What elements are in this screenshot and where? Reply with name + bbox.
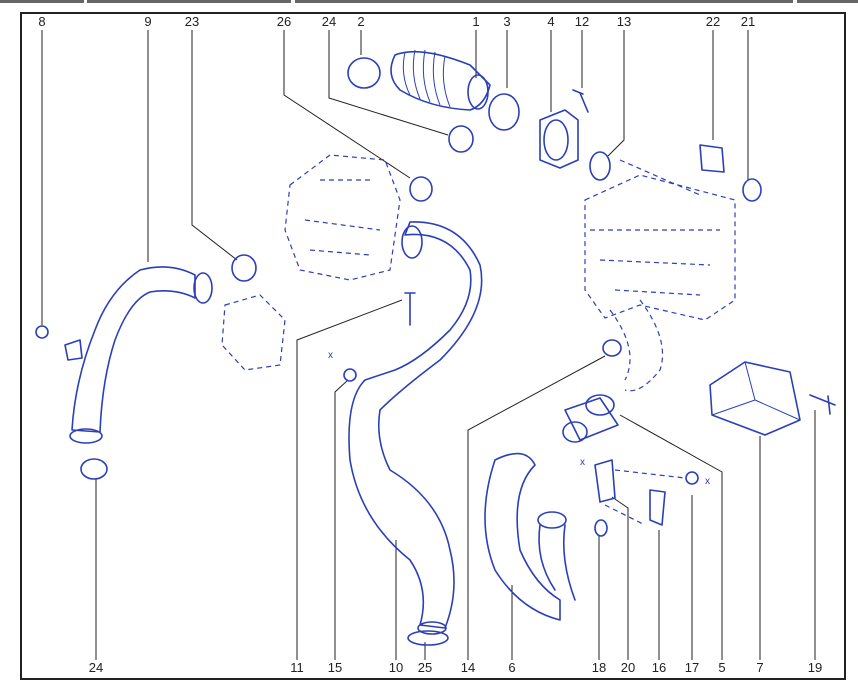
part-label: 22 [706,14,720,29]
part-label: 8 [38,14,45,29]
diagram-frame [20,12,846,680]
part-label: 3 [503,14,510,29]
part-label: 23 [185,14,199,29]
assembly-path [604,469,686,526]
part-label: 1 [472,14,479,29]
throttle-body [221,294,286,371]
top-bar-segment [797,0,858,3]
air-intake-hose-1 [390,49,491,111]
fastener-19 [809,394,836,415]
part-label: 20 [621,660,635,675]
part-label: 2 [357,14,364,29]
air-duct [609,299,664,392]
part-label: 24 [322,14,336,29]
part-label: 4 [547,14,554,29]
air-flow-meter-4 [539,109,579,169]
part-label: 5 [718,660,725,675]
leader-14 [467,355,606,660]
sleeve-5 [562,394,619,443]
leader-26 [283,30,411,179]
leader-lines [41,30,816,660]
bolt-11 [404,292,416,326]
tightening-mark: x [328,350,333,361]
screw-12 [572,89,589,113]
leader-5 [619,414,723,660]
top-bar-segment [295,0,793,3]
air-filter-housing [584,159,736,321]
seal-ring-26 [409,176,433,202]
part-label: 24 [89,660,103,675]
nut-15 [343,368,357,382]
turbocharger-assembly [284,154,401,281]
part-label: 25 [418,660,432,675]
leader-24-top [328,30,449,136]
part-label: 26 [277,14,291,29]
intercooler-pipe-10 [348,221,483,635]
tightening-mark: x [580,457,585,468]
part-label: 19 [808,660,822,675]
part-label: 9 [144,14,151,29]
bolt-8 [35,325,49,339]
grommet-14 [602,339,622,357]
leader-11 [296,299,403,660]
top-bar-segment [87,0,291,3]
engine-cover-7 [709,361,801,436]
air-pipe-6 [484,452,576,621]
leader-20 [611,496,629,660]
grommet-21 [742,178,762,202]
part-label: 17 [685,660,699,675]
part-label: 13 [617,14,631,29]
part-label: 14 [461,660,475,675]
bracket-20 [594,459,616,503]
seal-ring-24 [448,125,474,153]
leader-13 [607,30,625,157]
top-part-labels: 8 9 23 26 24 2 1 3 4 12 13 22 21 [38,14,755,29]
air-pipe-9 [64,266,213,444]
seal-ring-23 [231,254,257,282]
bottom-part-labels: 24 11 15 10 25 14 6 18 20 16 17 5 7 19 [89,660,822,675]
hose-clamp-2 [347,57,381,89]
part-label: 16 [652,660,666,675]
hose-clamp-3 [488,93,520,131]
part-label: 15 [328,660,342,675]
parts: x x x [35,49,836,646]
nut-17 [685,471,699,485]
bracket-16 [649,489,666,526]
part-label: 18 [592,660,606,675]
part-label: 6 [508,660,515,675]
filter-element-22 [699,144,725,173]
seal-ring-25 [407,630,449,646]
seal-ring-13 [589,151,611,181]
part-label: 7 [756,660,763,675]
leader-15 [334,379,349,660]
washer-18 [594,519,608,537]
tightening-mark: x [705,476,710,487]
top-bar-segment [0,0,84,3]
leader-23 [191,30,238,261]
part-label: 11 [290,660,304,675]
part-label: 12 [575,14,589,29]
part-label: 21 [741,14,755,29]
seal-ring-24-bottom [80,458,108,480]
part-label: 10 [389,660,403,675]
